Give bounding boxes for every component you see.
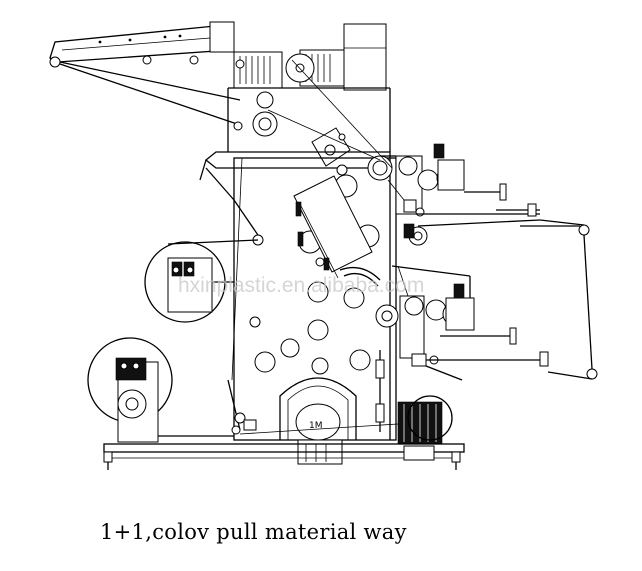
diagram-caption: 1+1,colov pull material way [100, 520, 407, 544]
bottom-motor-housing: 1M [279, 377, 357, 465]
top-feed-arm [49, 21, 241, 126]
watermark-text: hxinplastic.en.alibaba.com [178, 274, 424, 297]
right-web-path [380, 155, 598, 380]
bottom-drive-block [375, 350, 453, 445]
upper-frame [227, 87, 391, 167]
lower-left-rewind-reel [87, 337, 234, 443]
right-upper-unit [395, 143, 541, 246]
motor-label: 1M [309, 421, 323, 431]
print-unit-carriage [293, 175, 381, 287]
material-web-lines [231, 59, 409, 435]
top-drive-units [233, 23, 387, 91]
right-lower-unit [399, 283, 549, 381]
arm-bolt-row [98, 34, 182, 44]
base-rail [103, 443, 465, 470]
bottom-tension-arm [227, 379, 257, 435]
left-unwind-reel [144, 239, 259, 323]
